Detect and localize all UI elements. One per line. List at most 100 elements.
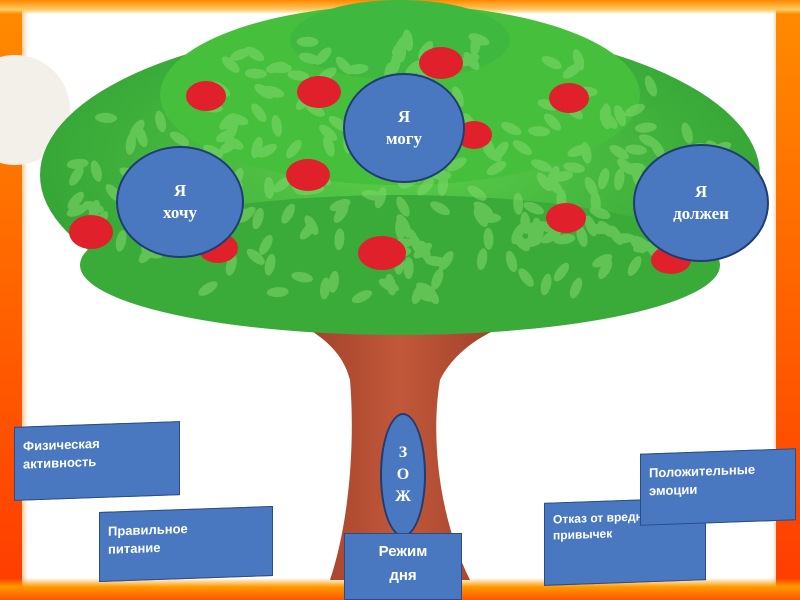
leaf <box>623 162 646 174</box>
leaf <box>551 171 573 182</box>
circle-i-want-line2: хочу <box>163 203 197 222</box>
circle-i-must-line2: должен <box>673 204 729 223</box>
leaf <box>216 129 237 143</box>
leaf <box>430 201 451 216</box>
leaf <box>576 225 588 248</box>
leaf <box>638 134 660 148</box>
leaf <box>271 115 283 137</box>
leaf <box>221 56 240 73</box>
leaf <box>257 143 277 158</box>
leaf <box>473 207 488 227</box>
leaf <box>125 132 136 155</box>
apples <box>69 47 691 274</box>
leaf <box>259 234 273 255</box>
flag-regime-line2: дня <box>389 567 417 584</box>
flag-daily-regime: Режим дня <box>344 533 462 600</box>
leaf <box>486 160 507 176</box>
leaf <box>203 144 223 159</box>
leaf <box>198 281 218 296</box>
leaf <box>334 228 345 251</box>
flag-positive-emotions: Положительные эмоции <box>640 448 796 526</box>
leaf <box>446 157 467 172</box>
leaf <box>272 176 292 193</box>
leaf <box>378 278 399 292</box>
zozh-letter-1: З <box>398 444 408 461</box>
leaf <box>562 63 582 79</box>
leaf <box>569 277 583 299</box>
leaf <box>541 56 562 70</box>
leaf <box>90 160 102 182</box>
leaf <box>169 131 190 147</box>
flag-physical-line2: активность <box>23 454 97 472</box>
leaf <box>468 33 490 46</box>
leaf <box>287 70 310 81</box>
circle-i-can: Я могу <box>343 73 465 183</box>
leaf <box>473 201 493 216</box>
leaf <box>396 196 410 217</box>
leaf <box>254 83 274 99</box>
leaf <box>598 167 610 190</box>
leaf <box>600 103 611 126</box>
leaf <box>66 158 89 169</box>
leaf <box>598 259 613 280</box>
leaf <box>588 224 611 235</box>
leaf <box>512 140 532 156</box>
leaf <box>505 250 518 273</box>
leaf <box>252 207 264 230</box>
leaf <box>264 176 275 199</box>
leaf <box>395 32 412 51</box>
leaf <box>541 229 561 244</box>
leaf <box>246 248 265 265</box>
leaf <box>115 230 127 252</box>
leaf <box>614 168 625 191</box>
leaf <box>69 166 84 186</box>
trunk-label-zozh: З О Ж <box>380 413 426 537</box>
leaf <box>492 141 509 160</box>
leaf <box>245 46 265 62</box>
circle-i-must-line1: Я <box>694 182 708 201</box>
circle-i-want-line1: Я <box>173 181 187 200</box>
leaf <box>614 105 627 127</box>
leaf <box>536 172 553 192</box>
flag-physical-activity: Физическая активность <box>14 421 180 501</box>
leaf <box>528 126 550 137</box>
leaf <box>291 271 313 283</box>
leaf <box>296 36 319 47</box>
circle-i-want: Я хочу <box>116 146 244 258</box>
leaf <box>405 60 423 77</box>
leaf <box>589 206 611 220</box>
leaf <box>328 270 339 293</box>
leaf <box>627 256 642 276</box>
leaf <box>612 233 635 244</box>
leaf <box>511 223 525 245</box>
leaf <box>567 144 589 157</box>
zozh-letter-2: О <box>396 466 410 483</box>
zozh-letter-3: Ж <box>395 488 411 505</box>
leaf <box>431 268 444 290</box>
leaf <box>66 204 88 217</box>
leaf <box>523 201 544 215</box>
leaf <box>319 124 338 141</box>
leaf <box>328 115 348 132</box>
leaf <box>155 110 167 133</box>
leaf <box>609 144 629 160</box>
flag-regime-line1: Режим <box>378 543 428 560</box>
leaf <box>563 162 585 173</box>
leaf <box>244 68 267 79</box>
circle-i-must: Я должен <box>633 144 769 262</box>
leaf <box>266 287 289 298</box>
leaf <box>546 176 563 195</box>
leaf <box>223 136 244 150</box>
leaf <box>333 203 349 223</box>
leaf <box>625 144 647 155</box>
leaf <box>319 277 331 300</box>
leaf <box>518 268 534 287</box>
leaf <box>540 273 552 296</box>
leaf <box>304 215 319 235</box>
leaf <box>681 122 693 144</box>
leaf <box>403 257 414 280</box>
leaf <box>553 234 576 245</box>
leaf <box>531 159 552 172</box>
leaf <box>417 178 435 196</box>
leaf <box>467 185 487 201</box>
